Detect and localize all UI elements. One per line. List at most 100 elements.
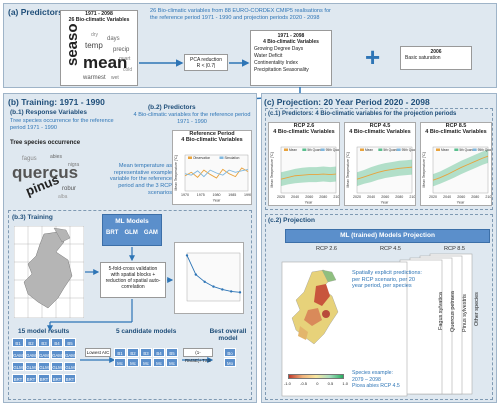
results-title: 15 model results (18, 328, 70, 335)
example-line2: 2079 – 2098 (352, 376, 381, 383)
quantile-band (281, 166, 336, 187)
best-model-bottom: Mo (224, 358, 236, 367)
legend-label: 95th Quantile (326, 148, 339, 152)
result-cell: B4 (51, 338, 63, 347)
x-tick-label: 2060 (305, 195, 313, 199)
bio4-item: Water Deficit (254, 53, 283, 59)
soil-box: 2006 Basic saturation (400, 46, 472, 70)
c2-frame (265, 214, 493, 400)
training-header: (b) Training: 1971 - 1990 (8, 97, 105, 107)
result-cell: GAM (12, 350, 24, 359)
aic-plot (185, 252, 242, 302)
best-model-title: Best overall model (209, 328, 247, 342)
svg-text:quart: quart (119, 56, 131, 62)
variables-word-cloud: season mean temp days precip warmest wet… (64, 24, 132, 81)
legend-swatch (219, 156, 224, 159)
rcp85-title: RCP 8.5 (445, 123, 467, 129)
result-cell: GLM (64, 362, 76, 371)
x-tick-label: 2080 (471, 195, 479, 199)
spatial-description: Spatially explicit predictions: per RCP … (352, 270, 422, 290)
x-tick-label: 1975 (197, 193, 205, 197)
cloud-title: 26 Bio-climatic Variables (68, 17, 130, 23)
colorbar-tick: 0.5 (327, 381, 334, 386)
predictors-header: (a) Predictors (8, 7, 63, 17)
result-cell: GLM (12, 362, 24, 371)
cloud-years: 1971 - 2098 (85, 11, 113, 17)
data-point (194, 273, 198, 276)
legend-label: Mean (289, 148, 297, 152)
c1-title: (c.1) Predictors: 4 Bio-climatic variabl… (268, 111, 457, 117)
rcp45-subtitle: 4 Bio-climatic Variables (349, 129, 411, 135)
response-text: Tree species occurrence for the referenc… (10, 118, 114, 131)
legend-swatch (454, 148, 459, 151)
x-tick-label: 1980 (213, 193, 221, 197)
cv-text: 5-fold-cross validation with spatial blo… (105, 266, 161, 290)
svg-text:robur: robur (62, 186, 76, 192)
occurrence-label: Tree species occurrence (10, 140, 81, 146)
colorbar (288, 374, 344, 379)
x-tick-label: 2100 (409, 195, 415, 199)
legend-label: 5th Quantile (307, 148, 324, 152)
candidate-cell: Mc (127, 358, 139, 367)
svg-text:precip: precip (113, 47, 130, 53)
series-line (356, 166, 413, 180)
lowest-aic-box: Lowest AIC (85, 348, 111, 357)
result-cell: BRT (51, 374, 63, 383)
data-point (238, 291, 242, 294)
example-line1: Species example: (352, 370, 393, 376)
species-label: Fagus sylvatica (438, 292, 444, 330)
svg-text:dry: dry (91, 32, 98, 38)
pca-criterion: R < |0.7| (196, 63, 216, 69)
data-point (185, 254, 189, 257)
legend-label: Mean (441, 148, 449, 152)
bio4-item: Precipitation Seasonality (254, 67, 309, 73)
aic-chart (174, 242, 244, 314)
b2-title: (b.2) Predictors (148, 104, 196, 111)
legend-swatch (436, 148, 440, 151)
result-cell: B1 (12, 338, 24, 347)
legend-swatch (378, 148, 383, 151)
svg-text:warmest: warmest (82, 75, 106, 81)
result-cell: BRT (25, 374, 37, 383)
svg-text:wet: wet (111, 75, 119, 81)
candidate-header: B5 (166, 348, 178, 357)
species-word-cloud-box: fagus abies quercus pinus robur nigra al… (10, 148, 90, 200)
bio4-item: Growing Degree Days (254, 46, 304, 52)
x-tick-label: 2060 (381, 195, 389, 199)
ml-models-title: ML Models (115, 218, 149, 225)
x-axis-label: Year (213, 199, 221, 203)
legend-swatch (302, 148, 307, 151)
legend-swatch (320, 148, 325, 151)
series-line (280, 173, 337, 180)
lowest-aic-label: Lowest AIC (86, 350, 110, 355)
reference-plot: 19701975198019851990YearMean Temperature… (174, 154, 251, 203)
ml-projection-label: ML (trained) Models Projection (340, 232, 435, 239)
data-point (221, 288, 224, 291)
result-cell: GAM (25, 350, 37, 359)
x-tick-label: 2040 (291, 195, 299, 199)
x-axis-label: Year (381, 201, 389, 205)
model-gam: GAM (143, 230, 158, 236)
b2-text: 4 Bio-climatic variables for the referen… (133, 112, 251, 125)
bio4-item: Continentality Index (254, 60, 298, 66)
b3-frame (8, 210, 252, 400)
legend-swatch (284, 148, 288, 151)
example-caption: Species example: 2079 – 2098 Picea abies… (352, 370, 400, 390)
cv-box: 5-fold-cross validation with spatial blo… (100, 262, 166, 298)
result-cell: GLM (51, 362, 63, 371)
candidates-title: 5 candidate models (116, 328, 177, 335)
candidate-header: B4 (153, 348, 165, 357)
species-label: Other species (474, 292, 480, 326)
x-axis-label: Year (305, 201, 313, 205)
svg-text:fagus: fagus (22, 156, 37, 162)
svg-text:season: season (64, 24, 81, 66)
candidate-header: B2 (127, 348, 139, 357)
c2-title: (c.2) Projection (268, 217, 315, 224)
result-cell: GAM (51, 350, 63, 359)
candidate-header: B3 (140, 348, 152, 357)
soil-year: 2006 (430, 49, 442, 55)
pca-box: PCA reduction R < |0.7| (184, 54, 228, 71)
